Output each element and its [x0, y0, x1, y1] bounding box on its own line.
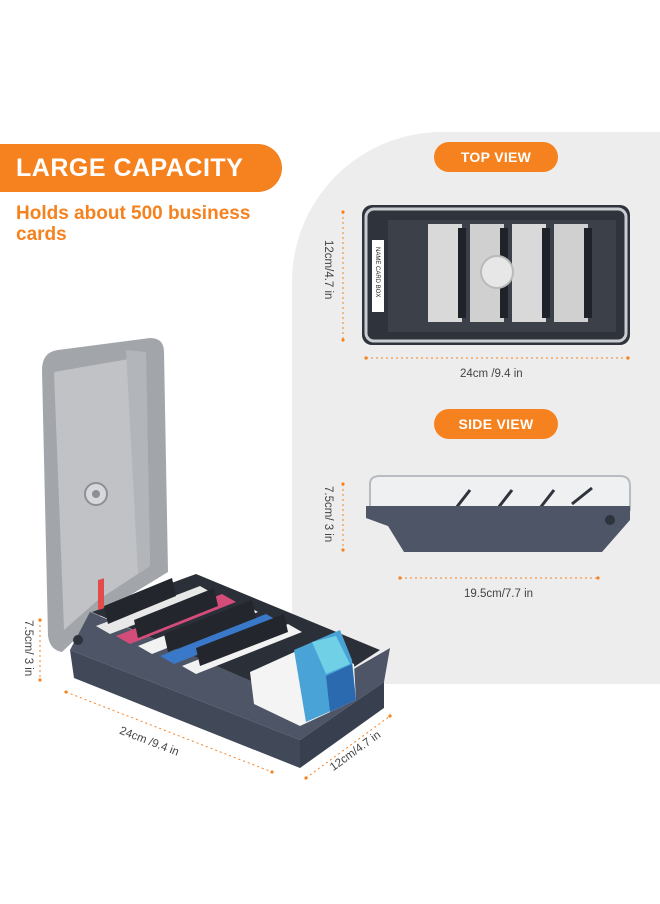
headline-banner: LARGE CAPACITY: [0, 144, 282, 192]
top-view-box-label: NAME CARD BOX: [374, 247, 380, 297]
top-view-width-label: 24cm /9.4 in: [460, 368, 523, 380]
top-view-height-label: 12cm/4.7 in: [322, 240, 334, 300]
side-view-width-label: 19.5cm/7.7 in: [464, 588, 534, 600]
top-view-label: TOP VIEW: [434, 142, 558, 172]
subtitle-text: Holds about 500 business cards: [16, 203, 251, 245]
open-box-illustration: [42, 338, 390, 768]
side-view-box: [366, 475, 631, 552]
top-view-latch: [480, 255, 514, 289]
headline-text: LARGE CAPACITY: [16, 153, 244, 182]
main-height-label: 7.5cm/ 3 in: [22, 620, 34, 677]
side-view-height-label: 7.5cm/ 3 in: [322, 486, 334, 543]
top-view-box: [362, 205, 630, 345]
top-view-box-label-strip: [372, 240, 384, 312]
side-view-label: SIDE VIEW: [434, 409, 558, 439]
